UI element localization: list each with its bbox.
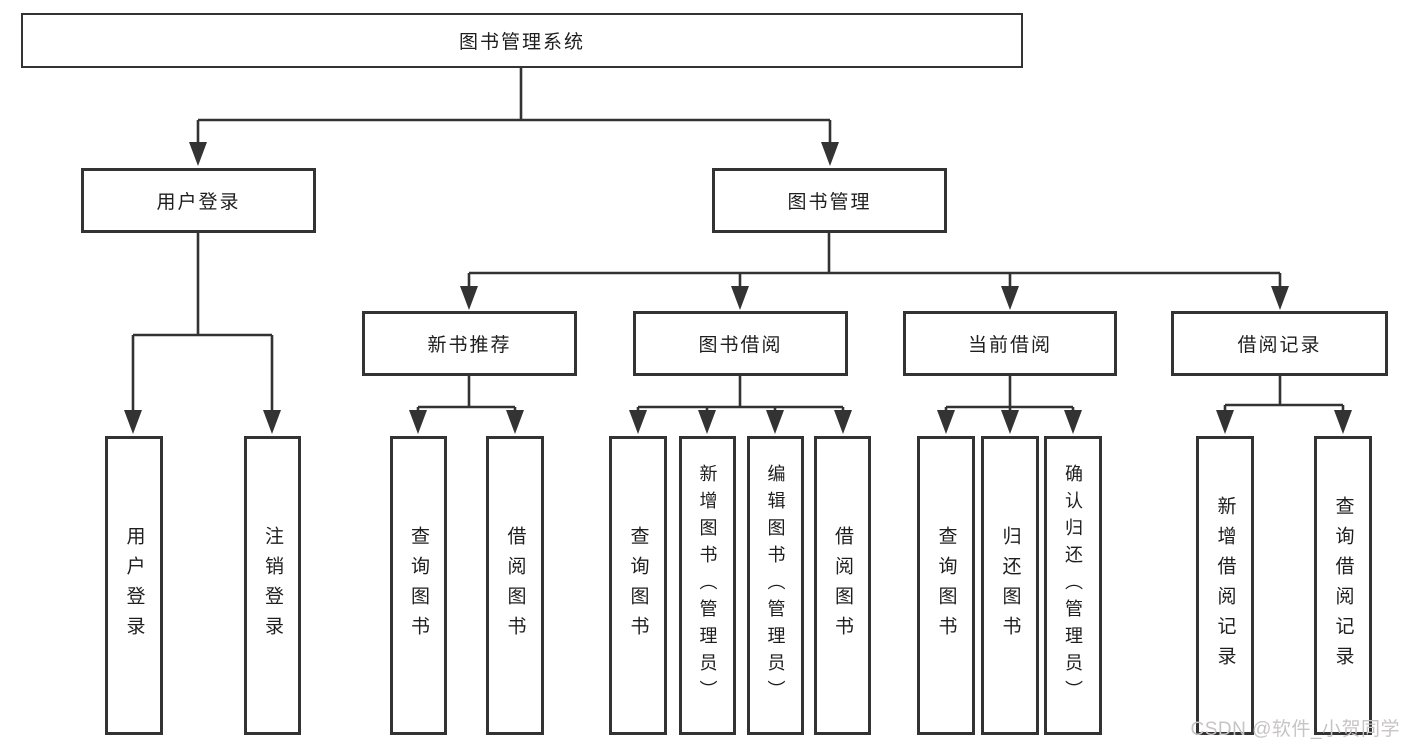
leaf-edit-books-admin: 编辑图书（管理员） — [747, 436, 804, 735]
node-borrowing-records: 借阅记录 — [1171, 311, 1388, 376]
leaf-add-borrow-record: 新增借阅记录 — [1196, 436, 1254, 735]
leaf-query-books-borrow: 查询图书 — [609, 436, 667, 735]
leaf-label: 归还图书 — [999, 525, 1021, 646]
leaf-label: 借阅图书 — [504, 525, 526, 646]
leaf-logout: 注销登录 — [244, 436, 301, 735]
leaf-label: 查询图书 — [627, 525, 649, 646]
leaf-query-books-recommend: 查询图书 — [390, 436, 447, 735]
leaf-label: 确认归还（管理员） — [1063, 464, 1083, 707]
node-user-login: 用户登录 — [81, 168, 316, 233]
leaf-return-books: 归还图书 — [981, 436, 1039, 735]
leaf-user-login: 用户登录 — [105, 436, 163, 735]
leaf-label: 查询图书 — [935, 525, 957, 646]
leaf-query-borrow-record: 查询借阅记录 — [1314, 436, 1372, 735]
leaf-query-books-current: 查询图书 — [917, 436, 975, 735]
node-new-book-recommend: 新书推荐 — [362, 311, 577, 376]
node-current-borrowing: 当前借阅 — [903, 311, 1117, 376]
leaf-label: 用户登录 — [123, 525, 145, 646]
leaf-add-books-admin: 新增图书（管理员） — [679, 436, 736, 735]
node-book-management: 图书管理 — [712, 168, 947, 233]
leaf-label: 新增借阅记录 — [1214, 495, 1236, 676]
leaf-label: 借阅图书 — [832, 525, 853, 646]
leaf-label: 新增图书（管理员） — [697, 464, 718, 707]
csdn-watermark: CSDN @软件_小贺同学 — [1190, 719, 1400, 740]
leaf-confirm-return-admin: 确认归还（管理员） — [1044, 436, 1102, 735]
leaf-borrow-books: 借阅图书 — [814, 436, 871, 735]
node-book-borrowing: 图书借阅 — [633, 311, 848, 376]
leaf-label: 编辑图书（管理员） — [765, 464, 786, 707]
leaf-borrow-books-recommend: 借阅图书 — [486, 436, 544, 735]
node-library-management-system: 图书管理系统 — [21, 13, 1023, 68]
leaf-label: 注销登录 — [262, 525, 283, 646]
leaf-label: 查询图书 — [408, 525, 429, 646]
leaf-label: 查询借阅记录 — [1332, 495, 1354, 676]
